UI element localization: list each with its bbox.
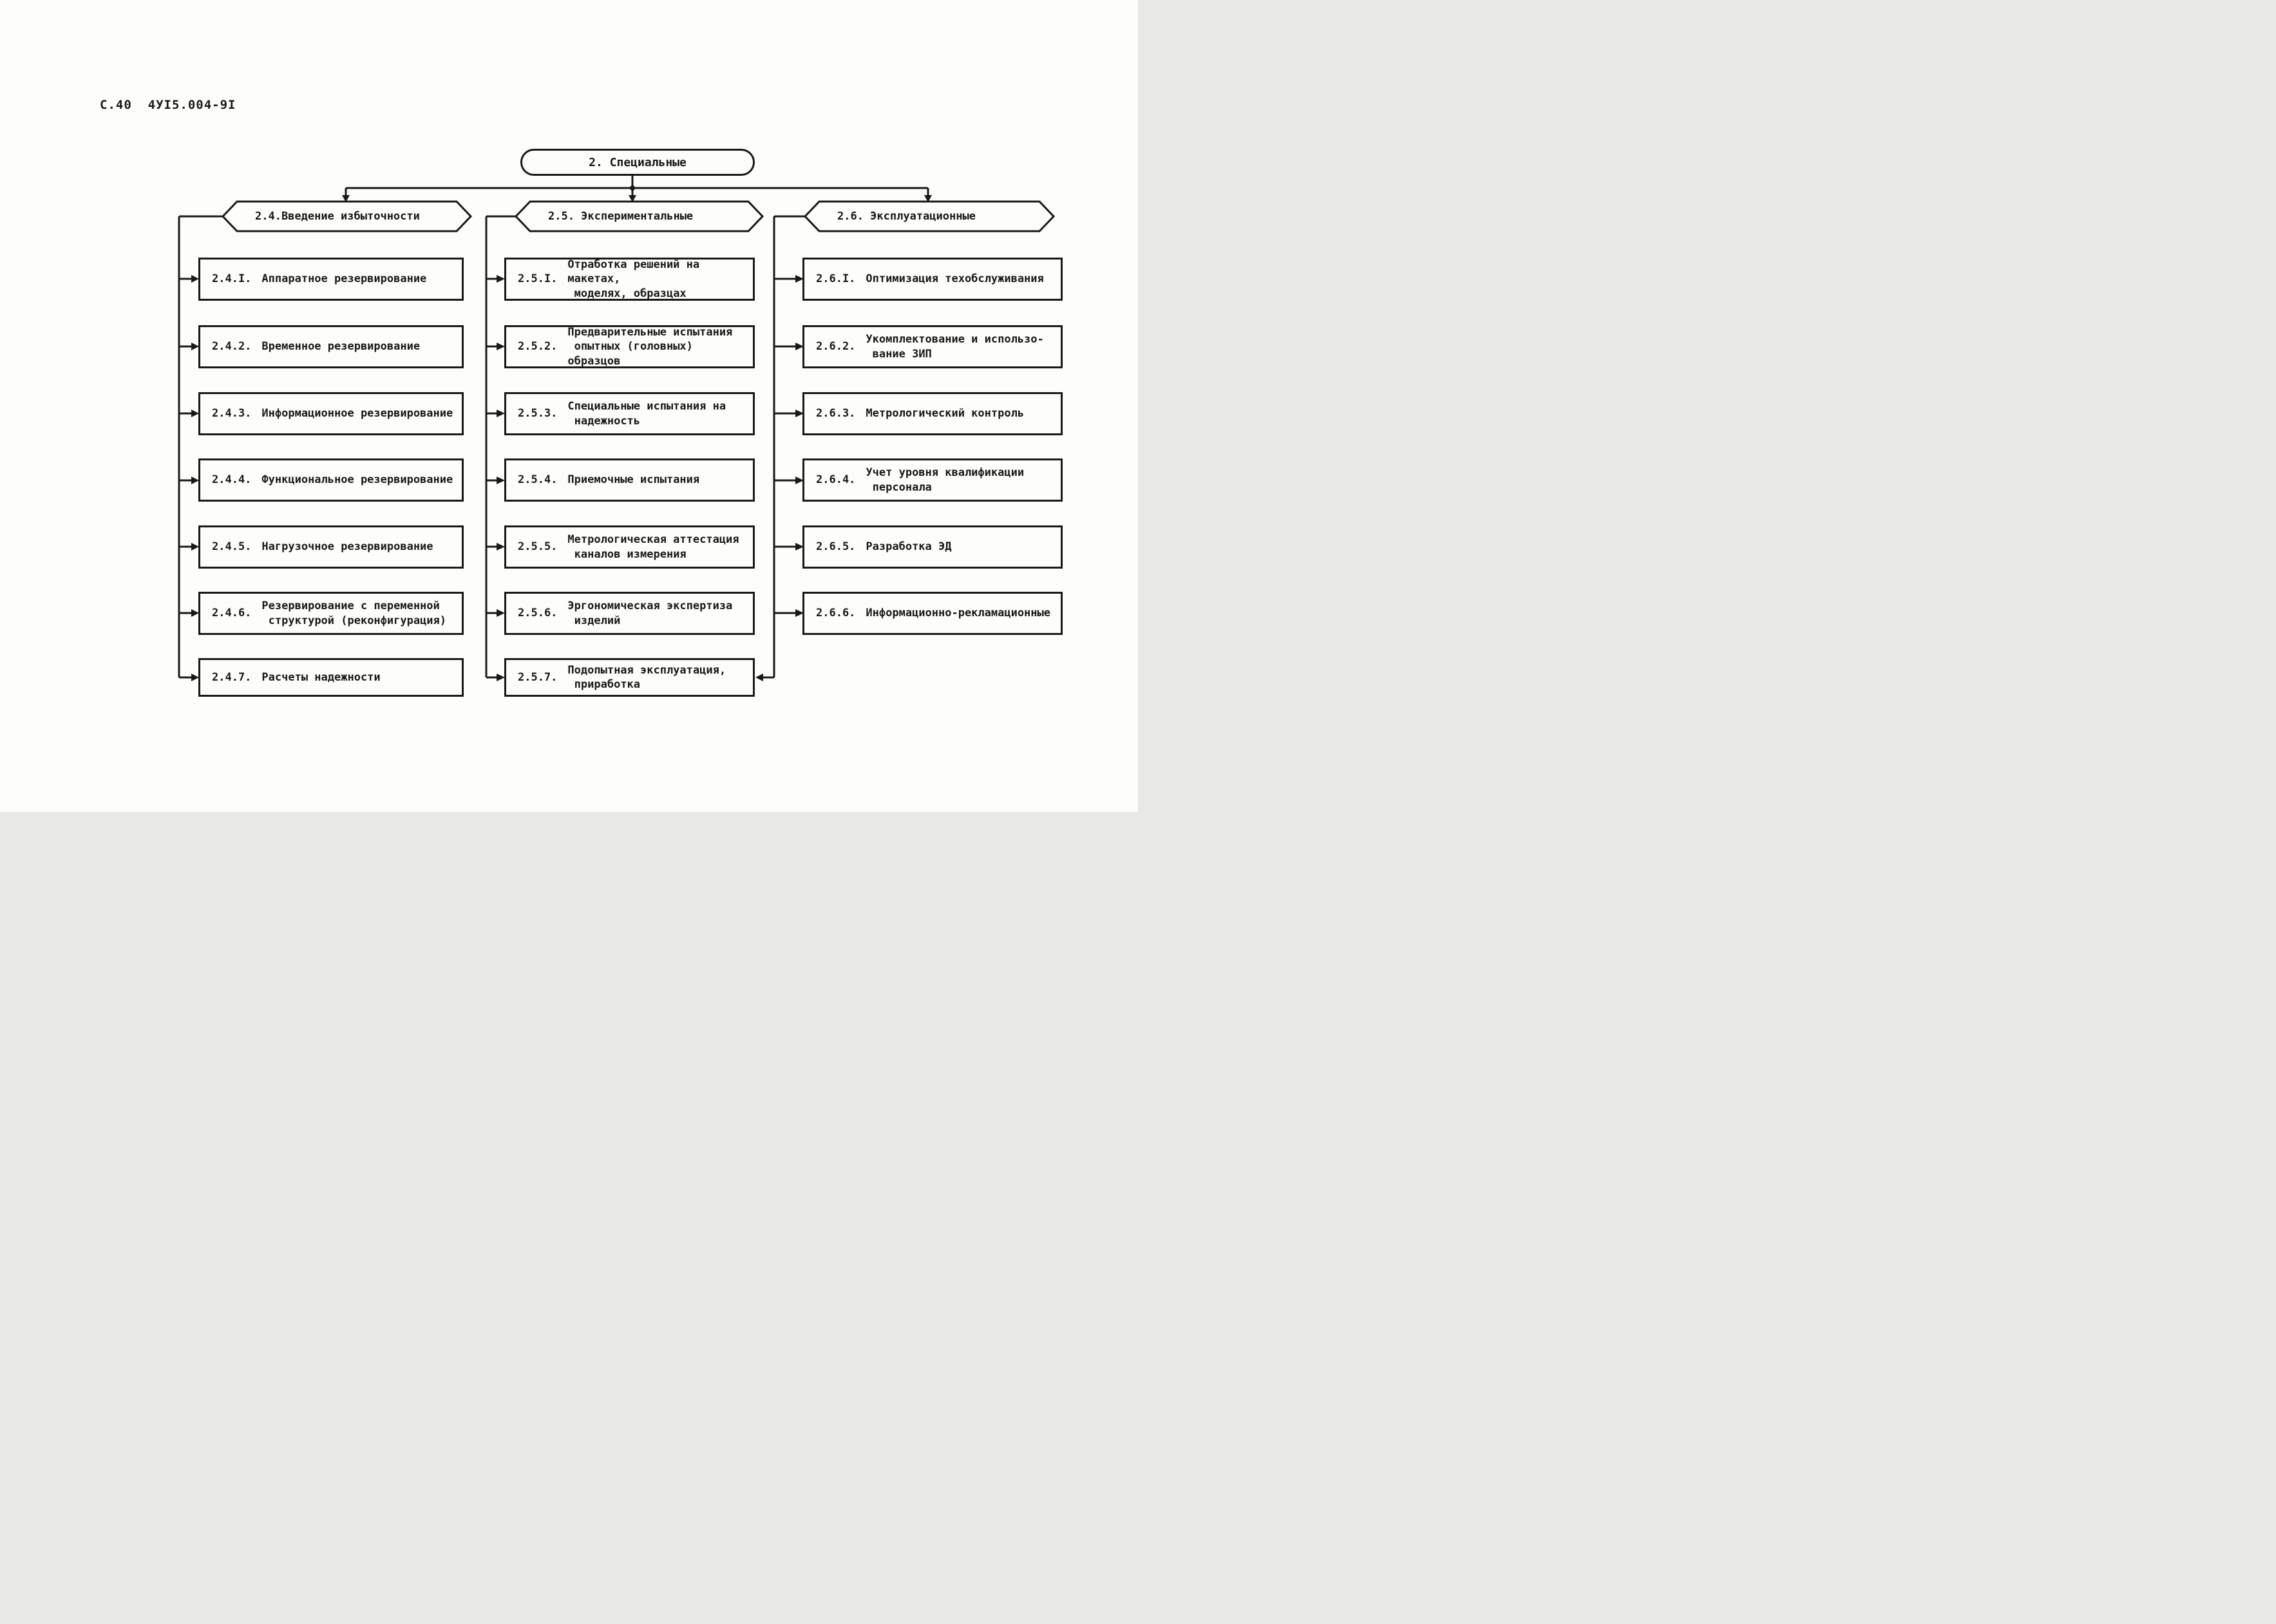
connector-lines [178, 175, 1056, 681]
box-number: 2.5.5. [518, 540, 558, 554]
arrowhead-right-icon [497, 343, 505, 350]
flow-box-2-6-3: 2.6.3. Метрологический контроль [802, 392, 1063, 435]
arrowhead-right-icon [497, 609, 505, 617]
branch-hexagon-2-5 [514, 200, 764, 232]
branch-header-2-4: 2.4.Введение избыточности [255, 210, 420, 223]
arrowhead-right-icon [795, 410, 804, 417]
arrowhead-right-icon [191, 477, 199, 484]
arrowhead-right-icon [497, 543, 505, 551]
box-number: 2.4.I. [212, 272, 252, 286]
flow-box-2-6-6: 2.6.6. Информационно-рекламационные [802, 592, 1063, 635]
box-number: 2.4.5. [212, 540, 252, 554]
flow-box-2-5-1: 2.5.I. Отработка решений на макетах, мод… [504, 258, 755, 301]
box-number: 2.4.2. [212, 340, 252, 354]
box-text: Информационное резервирование [261, 407, 453, 420]
box-number: 2.4.3. [212, 407, 252, 420]
arrowhead-right-icon [191, 275, 199, 283]
arrowhead-down-icon [342, 195, 350, 202]
box-number: 2.4.7. [212, 670, 252, 684]
arrowhead-right-icon [497, 674, 505, 681]
arrowhead-right-icon [795, 609, 804, 617]
arrowhead-right-icon [795, 275, 804, 283]
box-text: Специальные испытания на надежность [567, 400, 726, 428]
root-node: 2. Специальные [520, 149, 755, 176]
flow-box-2-6-4: 2.6.4. Учет уровня квалификации персонал… [802, 458, 1063, 502]
arrowhead-left-icon [755, 674, 763, 681]
flow-box-2-4-5: 2.4.5. Нагрузочное резервирование [198, 525, 464, 569]
box-number: 2.5.3. [518, 407, 558, 420]
arrowhead-right-icon [191, 609, 199, 617]
flow-box-2-5-4: 2.5.4. Приемочные испытания [504, 458, 755, 502]
box-number: 2.6.4. [816, 473, 856, 487]
arrowhead-right-icon [191, 410, 199, 417]
box-text: Метрологическая аттестация каналов измер… [567, 533, 739, 561]
arrowhead-right-icon [191, 674, 199, 681]
arrowhead-right-icon [497, 410, 505, 417]
branch-hexagon-2-6 [803, 200, 1056, 232]
flow-box-2-4-4: 2.4.4. Функциональное резервирование [198, 458, 464, 502]
box-text: Резервирование с переменной структурой (… [261, 600, 447, 627]
arrowhead-right-icon [191, 543, 199, 551]
box-number: 2.6.6. [816, 607, 856, 620]
box-text: Временное резервирование [261, 340, 421, 354]
box-number: 2.5.6. [518, 607, 558, 620]
arrowhead-right-icon [795, 543, 804, 551]
box-number: 2.6.I. [816, 272, 856, 286]
flow-box-2-5-7: 2.5.7. Подопытная эксплуатация, приработ… [504, 658, 755, 697]
box-number: 2.4.4. [212, 473, 252, 487]
box-text: Метрологический контроль [866, 407, 1025, 420]
branch-header-2-5: 2.5. Экспериментальные [548, 210, 694, 223]
flow-box-2-5-6: 2.5.6. Эргономическая экспертиза изделий [504, 592, 755, 635]
box-text: Оптимизация техобслуживания [866, 272, 1044, 286]
box-number: 2.6.5. [816, 540, 856, 554]
flow-box-2-4-3: 2.4.3. Информационное резервирование [198, 392, 464, 435]
flow-box-2-4-6: 2.4.6. Резервирование с переменной струк… [198, 592, 464, 635]
flow-box-2-4-1: 2.4.I. Аппаратное резервирование [198, 258, 464, 301]
branch-hexagon-2-4 [221, 200, 473, 232]
arrowhead-right-icon [795, 343, 804, 350]
box-text: Укомплектование и использо- вание ЗИП [866, 333, 1044, 361]
box-number: 2.4.6. [212, 607, 252, 620]
flow-box-2-6-1: 2.6.I. Оптимизация техобслуживания [802, 258, 1063, 301]
box-text: Приемочные испытания [567, 473, 700, 487]
arrowhead-right-icon [795, 477, 804, 484]
flow-box-2-6-2: 2.6.2. Укомплектование и использо- вание… [802, 325, 1063, 368]
flow-box-2-4-7: 2.4.7. Расчеты надежности [198, 658, 464, 697]
box-text: Эргономическая экспертиза изделий [567, 600, 733, 627]
box-text: Аппаратное резервирование [261, 272, 427, 286]
box-text: Предварительные испытания опытных (голов… [567, 325, 733, 368]
box-number: 2.5.7. [518, 670, 558, 684]
box-text: Отработка решений на макетах, моделях, о… [567, 258, 700, 300]
flow-box-2-5-2: 2.5.2. Предварительные испытания опытных… [504, 325, 755, 368]
box-text: Учет уровня квалификации персонала [866, 466, 1025, 494]
box-number: 2.6.2. [816, 340, 856, 354]
box-text: Нагрузочное резервирование [261, 540, 433, 554]
flow-box-2-6-5: 2.6.5. Разработка ЭД [802, 525, 1063, 569]
flow-box-2-4-2: 2.4.2. Временное резервирование [198, 325, 464, 368]
arrowhead-right-icon [497, 275, 505, 283]
branch-header-2-6: 2.6. Эксплуатационные [837, 210, 976, 223]
box-text: Расчеты надежности [261, 670, 381, 684]
box-text: Разработка ЭД [866, 540, 952, 554]
box-text: Информационно-рекламационные [866, 607, 1050, 620]
box-number: 2.6.3. [816, 407, 856, 420]
arrowhead-down-icon [629, 195, 636, 202]
arrowhead-right-icon [191, 343, 199, 350]
arrowhead-right-icon [497, 477, 505, 484]
flow-box-2-5-3: 2.5.3. Специальные испытания на надежнос… [504, 392, 755, 435]
scanned-document-page: С.40 4УI5.004-9I [0, 0, 1138, 812]
arrowhead-down-icon [924, 195, 932, 202]
box-text: Функциональное резервирование [261, 473, 453, 487]
box-number: 2.5.4. [518, 473, 558, 487]
root-node-label: 2. Специальные [589, 155, 687, 169]
page-header: С.40 4УI5.004-9I [100, 98, 236, 112]
flow-box-2-5-5: 2.5.5. Метрологическая аттестация канало… [504, 525, 755, 569]
box-number: 2.5.2. [518, 340, 558, 354]
box-number: 2.5.I. [518, 272, 558, 286]
box-text: Подопытная эксплуатация, приработка [567, 663, 726, 691]
